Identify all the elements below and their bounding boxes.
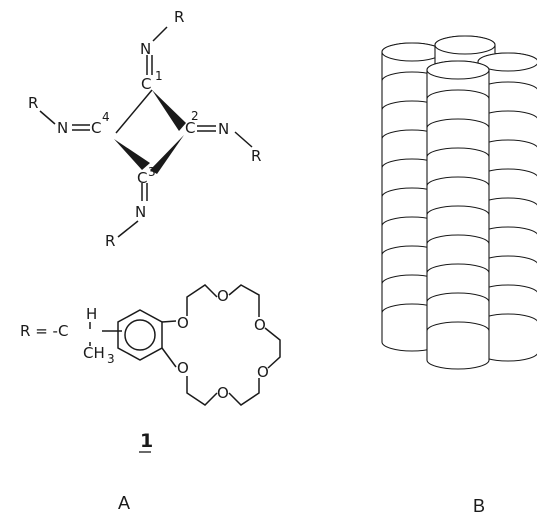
bond-c1-c4 bbox=[115, 89, 153, 134]
panel-label-b: B bbox=[473, 496, 485, 516]
tetraimine-structure: R N C 1 C 2 N R C 3 N R C 4 N R bbox=[28, 8, 261, 250]
crown-chain-lower-left bbox=[186, 376, 218, 406]
r-left-label: R bbox=[28, 94, 38, 112]
r-definition-label: R = -C bbox=[20, 322, 68, 340]
r-right-label: R bbox=[251, 147, 261, 165]
c3-label: C bbox=[137, 169, 147, 187]
stacked-columns-drawing bbox=[381, 35, 537, 370]
ring-column-front bbox=[426, 60, 490, 370]
aromatic-circle bbox=[124, 319, 156, 351]
oxygen-4: O bbox=[257, 363, 269, 381]
h-label: H bbox=[86, 305, 97, 323]
n-right-label: N bbox=[218, 120, 229, 138]
r-top-label: R bbox=[174, 8, 184, 26]
r-bottom-label: R bbox=[105, 232, 115, 250]
ring-segment bbox=[426, 321, 490, 370]
oxygen-5: O bbox=[217, 384, 229, 402]
ring-column-right bbox=[477, 52, 537, 362]
c1-label: C bbox=[141, 75, 151, 93]
panel-label-a: A bbox=[118, 493, 130, 513]
bond-n-r-left bbox=[39, 110, 56, 125]
wedge-bond-c2-c3 bbox=[150, 135, 184, 174]
bond-n-r-right bbox=[234, 131, 253, 148]
bond-n-r-bottom bbox=[117, 220, 139, 238]
c3-locant: 3 bbox=[148, 165, 156, 179]
oxygen-2: O bbox=[217, 287, 229, 305]
ring-top-face bbox=[434, 35, 496, 55]
wedge-bond-c4-c3 bbox=[114, 139, 150, 170]
bond-n-r-top bbox=[152, 26, 168, 42]
oxygen-6: O bbox=[177, 359, 189, 377]
methyl-subscript: 3 bbox=[107, 352, 115, 366]
n-bottom-label: N bbox=[135, 203, 146, 221]
ring-top-face bbox=[381, 42, 443, 62]
oxygen-1: O bbox=[177, 314, 189, 332]
c1-locant: 1 bbox=[155, 69, 163, 83]
ring-top-face bbox=[477, 52, 537, 72]
crown-chain-right bbox=[264, 327, 281, 369]
ring-top-face bbox=[426, 60, 490, 80]
crown-ether-substituent: R = -C H CH 3 O O O O O O 1 bbox=[20, 284, 281, 453]
methyl-label: CH bbox=[83, 344, 105, 362]
crown-chain-upper-right bbox=[228, 284, 260, 317]
n-top-label: N bbox=[140, 40, 151, 58]
crown-chain-lower-right bbox=[228, 378, 260, 406]
oxygen-3: O bbox=[254, 316, 266, 334]
c2-locant: 2 bbox=[191, 109, 199, 123]
c4-locant: 4 bbox=[102, 110, 110, 124]
c4-label: C bbox=[91, 119, 101, 137]
c2-label: C bbox=[185, 119, 195, 137]
crown-chain-upper-left bbox=[186, 284, 218, 316]
compound-number: 1 bbox=[140, 430, 153, 452]
wedge-bond-c1-c2 bbox=[152, 90, 186, 131]
n-left-label: N bbox=[57, 119, 68, 137]
